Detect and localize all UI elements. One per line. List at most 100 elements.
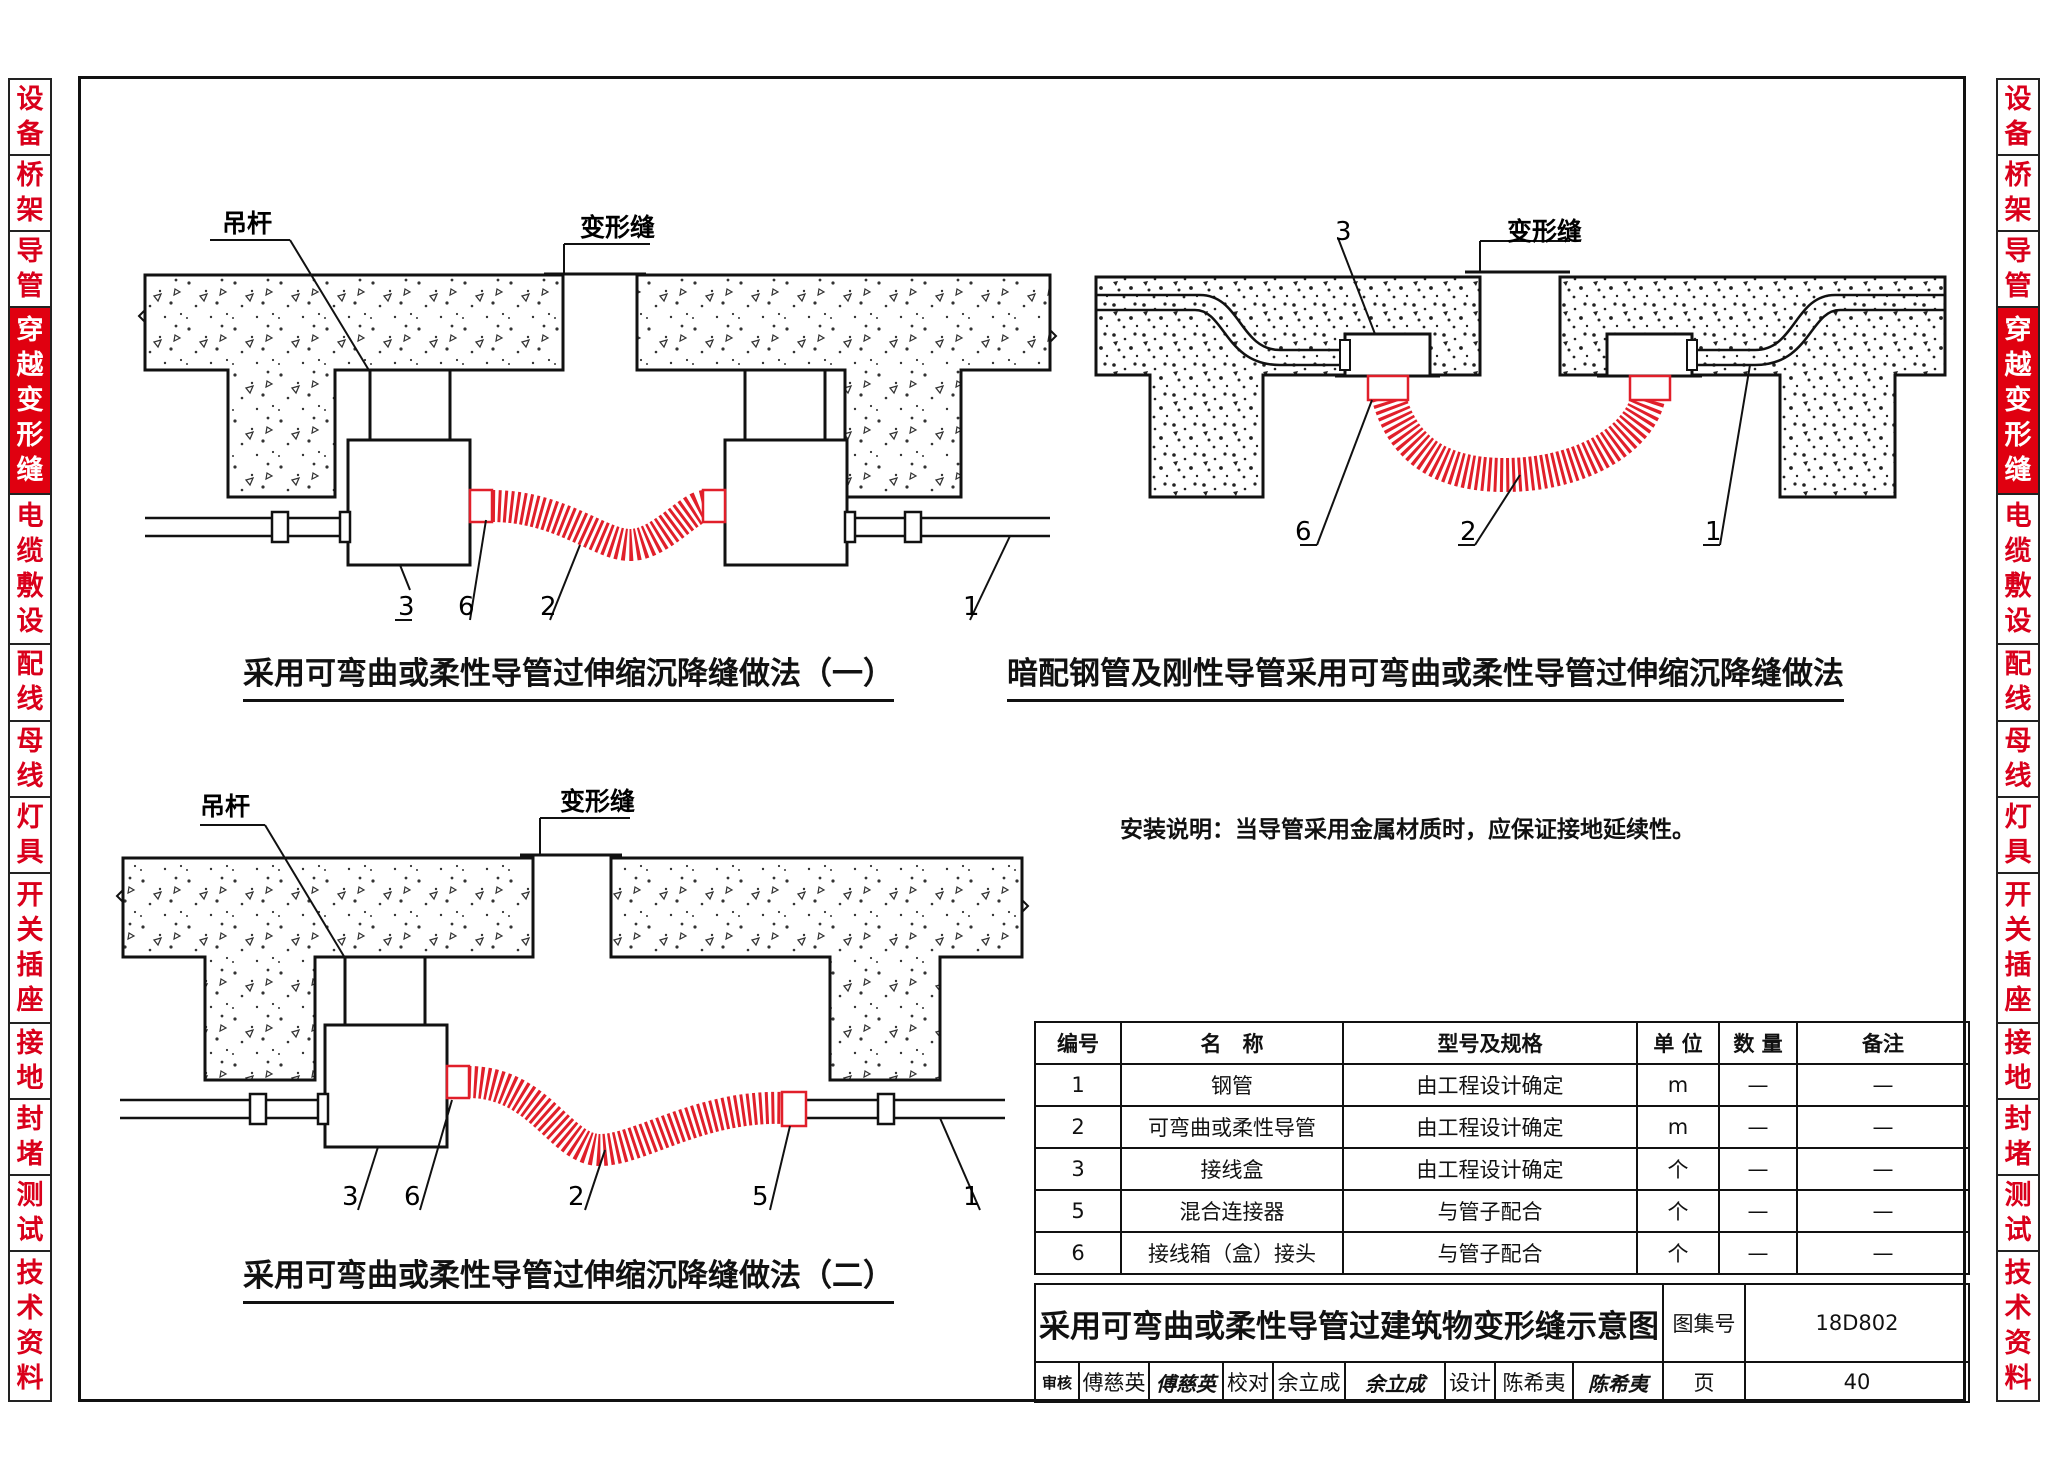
reviewer-name: 傅慈英 — [1078, 1361, 1150, 1403]
header-unit: 单 位 — [1636, 1021, 1720, 1065]
header-qty: 数 量 — [1718, 1021, 1798, 1065]
chapter-tab-label: 接 地 — [16, 1027, 44, 1094]
chapter-tab[interactable]: 灯 具 — [8, 797, 52, 874]
checker-name: 余立成 — [1272, 1361, 1346, 1403]
chapter-tab[interactable]: 开 关 插 座 — [1996, 873, 2040, 1024]
chapter-tab[interactable]: 桥 架 — [1996, 156, 2040, 233]
cell-qty: — — [1718, 1063, 1798, 1107]
title-block: 采用可弯曲或柔性导管过建筑物变形缝示意图 图集号 18D802 审核 傅慈英 傅… — [1033, 1283, 1971, 1403]
chapter-tab[interactable]: 配 线 — [8, 645, 52, 722]
cell-spec: 由工程设计确定 — [1342, 1063, 1638, 1107]
callout-2: 2 — [1460, 517, 1477, 547]
chapter-tab[interactable]: 接 地 — [8, 1023, 52, 1100]
chapter-tab[interactable]: 电 缆 敷 设 — [8, 495, 52, 646]
chapter-tab-label: 测 试 — [16, 1179, 44, 1246]
chapter-tab[interactable]: 导 管 — [8, 232, 52, 309]
chapter-tab[interactable]: 封 堵 — [8, 1099, 52, 1176]
table-row: 5 混合连接器 与管子配合 个 — — — [1034, 1189, 1970, 1233]
chapter-tab[interactable]: 母 线 — [1996, 721, 2040, 798]
cell-no: 1 — [1034, 1063, 1122, 1107]
cell-spec: 与管子配合 — [1342, 1189, 1638, 1233]
review-label: 审核 — [1034, 1361, 1080, 1403]
chapter-tab-label: 设 备 — [16, 84, 44, 151]
cell-name: 接线箱（盒）接头 — [1120, 1231, 1344, 1275]
chapter-tab[interactable]: 技 术 资 料 — [1996, 1251, 2040, 1403]
cell-qty: — — [1718, 1231, 1798, 1275]
diagram-2: 3 变形缝 6 2 1 — [1094, 217, 1947, 547]
chapter-tab[interactable]: 设 备 — [1996, 78, 2040, 157]
page-number: 40 — [1744, 1361, 1971, 1403]
cell-qty: — — [1718, 1105, 1798, 1149]
cell-no: 6 — [1034, 1231, 1122, 1275]
label-hanger: 吊杆 — [222, 209, 272, 238]
callout-6: 6 — [1295, 517, 1312, 547]
label-joint: 变形缝 — [560, 787, 635, 816]
callout-5: 5 — [752, 1182, 769, 1212]
parts-table-header: 编号 名 称 型号及规格 单 位 数 量 备注 — [1034, 1021, 1970, 1065]
header-name: 名 称 — [1120, 1021, 1344, 1065]
cell-remark: — — [1796, 1147, 1970, 1191]
chapter-tab-label: 导 管 — [16, 236, 44, 303]
drawing-title: 采用可弯曲或柔性导管过建筑物变形缝示意图 — [1033, 1283, 1665, 1363]
chapter-tab[interactable]: 封 堵 — [1996, 1099, 2040, 1176]
chapter-tab[interactable]: 测 试 — [1996, 1175, 2040, 1252]
install-note-text: 当导管采用金属材质时，应保证接地延续性。 — [1235, 817, 1695, 843]
chapter-tab-label: 灯 具 — [2004, 801, 2032, 868]
chapter-tab-label: 配 线 — [2004, 649, 2032, 716]
label-hanger: 吊杆 — [200, 792, 250, 821]
diagram-2-title: 暗配钢管及刚性导管采用可弯曲或柔性导管过伸缩沉降缝做法 — [1007, 648, 1844, 702]
cell-no: 3 — [1034, 1147, 1122, 1191]
cell-name: 混合连接器 — [1120, 1189, 1344, 1233]
design-label: 设计 — [1444, 1361, 1496, 1403]
label-joint: 变形缝 — [580, 213, 655, 242]
atlas-number: 18D802 — [1744, 1283, 1971, 1363]
chapter-tab[interactable]: 测 试 — [8, 1175, 52, 1252]
chapter-tab-label: 技 术 资 料 — [16, 1257, 44, 1394]
cell-remark: — — [1796, 1189, 1970, 1233]
table-row: 6 接线箱（盒）接头 与管子配合 个 — — — [1034, 1231, 1970, 1275]
chapter-tab[interactable]: 灯 具 — [1996, 797, 2040, 874]
chapter-tab-label: 桥 架 — [2004, 160, 2032, 227]
cell-unit: m — [1636, 1105, 1720, 1149]
callout-3: 3 — [342, 1182, 359, 1212]
chapter-tab-label: 配 线 — [16, 649, 44, 716]
chapter-tab-label: 技 术 资 料 — [2004, 1257, 2032, 1394]
cell-unit: 个 — [1636, 1231, 1720, 1275]
install-note-label: 安装说明： — [1120, 817, 1235, 843]
chapter-tab[interactable]: 技 术 资 料 — [8, 1251, 52, 1403]
chapter-tab[interactable]: 桥 架 — [8, 156, 52, 233]
cell-name: 可弯曲或柔性导管 — [1120, 1105, 1344, 1149]
chapter-tab[interactable]: 设 备 — [8, 78, 52, 157]
cell-remark: — — [1796, 1231, 1970, 1275]
label-joint: 变形缝 — [1507, 217, 1582, 246]
diagram-1: 吊杆 变形缝 3 6 2 1 — [137, 209, 1058, 622]
cell-remark: — — [1796, 1063, 1970, 1107]
diagram-3: 吊杆 变形缝 3 6 2 5 1 — [115, 787, 1030, 1212]
cell-unit: 个 — [1636, 1147, 1720, 1191]
chapter-tab[interactable]: 配 线 — [1996, 645, 2040, 722]
callout-2: 2 — [540, 592, 557, 622]
chapter-tab[interactable]: 导 管 — [1996, 232, 2040, 309]
callout-1: 1 — [963, 592, 980, 622]
cell-name: 接线盒 — [1120, 1147, 1344, 1191]
chapter-tab-label: 封 堵 — [2004, 1103, 2032, 1170]
header-spec: 型号及规格 — [1342, 1021, 1638, 1065]
cell-spec: 由工程设计确定 — [1342, 1105, 1638, 1149]
chapter-tab[interactable]: 开 关 插 座 — [8, 873, 52, 1024]
check-label: 校对 — [1222, 1361, 1274, 1403]
chapter-tab[interactable]: 穿 越 变 形 缝 — [1996, 308, 2040, 496]
chapter-tab-label: 桥 架 — [16, 160, 44, 227]
atlas-label: 图集号 — [1662, 1283, 1747, 1363]
chapter-tab[interactable]: 母 线 — [8, 721, 52, 798]
chapter-tab-label: 电 缆 敷 设 — [2004, 501, 2032, 638]
chapter-tab-label: 封 堵 — [16, 1103, 44, 1170]
parts-table: 编号 名 称 型号及规格 单 位 数 量 备注 1 钢管 由工程设计确定 m —… — [1034, 1021, 1970, 1275]
chapter-tab[interactable]: 电 缆 敷 设 — [1996, 495, 2040, 646]
install-note: 安装说明：当导管采用金属材质时，应保证接地延续性。 — [1120, 810, 1695, 844]
chapter-tab-label: 测 试 — [2004, 1179, 2032, 1246]
cell-unit: m — [1636, 1063, 1720, 1107]
cell-name: 钢管 — [1120, 1063, 1344, 1107]
chapter-tab[interactable]: 接 地 — [1996, 1023, 2040, 1100]
chapter-tab[interactable]: 穿 越 变 形 缝 — [8, 308, 52, 496]
